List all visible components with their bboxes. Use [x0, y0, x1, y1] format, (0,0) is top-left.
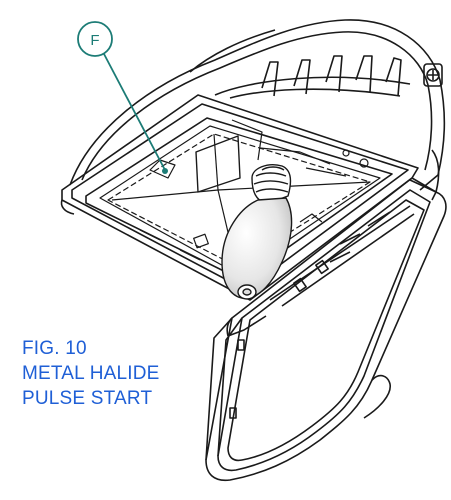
fixture-housing-icon [60, 19, 446, 301]
caption-line-start-type: PULSE START [22, 388, 153, 409]
caption-line-lamp-type: METAL HALIDE [22, 363, 160, 384]
open-door-lens-icon [205, 177, 447, 482]
metal-halide-bulb-icon [221, 164, 293, 300]
caption-line-figure-number: FIG. 10 [22, 338, 87, 359]
callout-bubble-icon [77, 21, 168, 174]
callout-letter: F [90, 32, 99, 49]
figure-caption: FIG. 10 METAL HALIDE PULSE START [22, 336, 160, 411]
